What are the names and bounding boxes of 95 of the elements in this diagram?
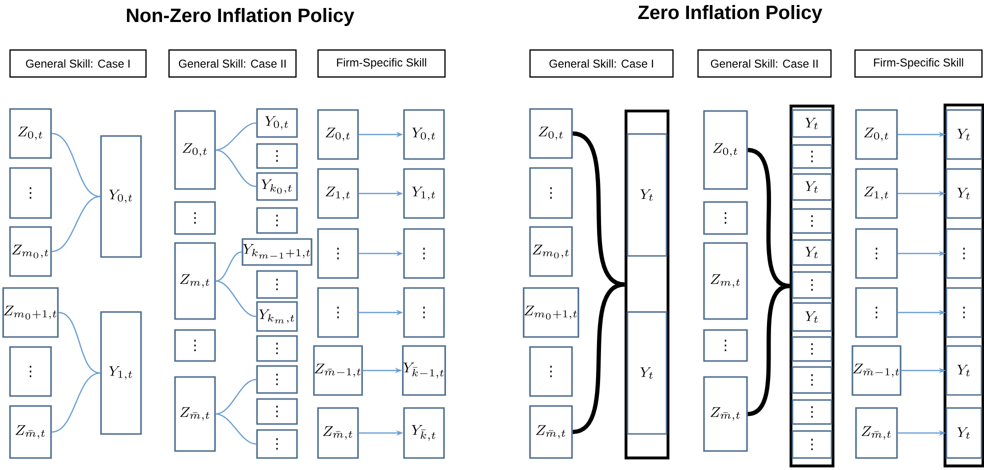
variable-box: $Y_{1,t}$ — [403, 168, 445, 219]
variable-box: $Z_{m_{0},t}$ — [529, 226, 573, 277]
variable-box: ⋮ — [256, 335, 298, 362]
header-box: General Skill: Case II — [697, 49, 832, 78]
connector-line — [572, 282, 626, 434]
output-box: $Y_t$ — [946, 407, 982, 459]
output-box: $Y_t$ — [626, 311, 668, 435]
output-box: ⋮ — [946, 228, 982, 279]
output-box: $Y_t$ — [626, 133, 668, 257]
variable-box: $Z_{\bar{m},t}$ — [317, 407, 359, 459]
output-box: $Y_t$ — [946, 109, 982, 160]
variable-box: $Z_{\bar{m}-1,t}$ — [852, 345, 902, 396]
variable-box: $Z_{0,t}$ — [9, 108, 52, 159]
variable-box: ⋮ — [256, 270, 298, 299]
variable-box: ⋮ — [9, 167, 52, 219]
variable-box: ⋮ — [855, 287, 898, 338]
connector-line — [216, 122, 256, 151]
variable-box: ⋮ — [256, 429, 298, 459]
variable-box: $Y_{\bar{k},t}$ — [403, 407, 445, 459]
output-box: ⋮ — [792, 144, 832, 169]
header-box: General Skill: Case I — [9, 49, 147, 78]
variable-box: $Y_{0,t}$ — [403, 109, 445, 160]
variable-box: ⋮ — [256, 398, 298, 425]
variable-box: $Z_{1,t}$ — [855, 168, 898, 219]
output-box: ⋮ — [792, 271, 832, 299]
variable-box: ⋮ — [174, 329, 216, 362]
output-box: ⋮ — [792, 208, 832, 234]
variable-box: $Z_{\bar{m}-1,t}$ — [313, 345, 363, 396]
variable-box: ⋮ — [403, 287, 445, 338]
variable-box: ⋮ — [703, 329, 748, 362]
variable-box: ⋮ — [9, 346, 52, 397]
output-box: $Y_t$ — [792, 173, 832, 201]
variable-box: ⋮ — [256, 207, 298, 234]
output-box: ⋮ — [792, 430, 832, 459]
output-box: ⋮ — [792, 399, 832, 425]
output-box: ⋮ — [792, 336, 832, 362]
variable-box: $Z_{\bar{m},t}$ — [174, 376, 216, 452]
variable-box: ⋮ — [529, 167, 573, 219]
output-box: ⋮ — [946, 287, 982, 338]
variable-box: $Z_{\bar{m},t}$ — [855, 407, 898, 459]
connector-line — [52, 132, 100, 198]
connector-line — [572, 131, 626, 287]
variable-box: ⋮ — [855, 228, 898, 279]
output-box: $Y_t$ — [792, 109, 832, 138]
header-box: Firm-Specific Skill — [317, 49, 446, 78]
connector-line — [58, 312, 100, 374]
output-box: $Y_t$ — [946, 345, 982, 396]
header-box: Firm-Specific Skill — [854, 49, 983, 78]
variable-box: ⋮ — [174, 201, 216, 235]
variable-box: $Y_{k_{m-1}+1,t}$ — [242, 238, 312, 266]
panel-title: Non-Zero Inflation Policy — [126, 8, 354, 26]
connector-line — [52, 196, 100, 252]
variable-box: $Z_{\bar{m},t}$ — [703, 376, 748, 452]
variable-box: $Z_{\bar{m},t}$ — [529, 405, 573, 459]
variable-box: $Z_{0,t}$ — [529, 108, 573, 159]
variable-box: ⋮ — [256, 143, 298, 169]
variable-box: $Y_{0,t}$ — [256, 108, 298, 138]
variable-box: $Z_{0,t}$ — [317, 109, 359, 160]
connector-line — [216, 280, 256, 318]
variable-box: $Z_{m_{0}+1,t}$ — [2, 287, 59, 338]
variable-box: $Y_{k_{m},t}$ — [256, 301, 298, 332]
variable-box: $Y_{k_{0},t}$ — [256, 172, 298, 201]
variable-box: ⋮ — [317, 287, 359, 338]
header-box: General Skill: Case I — [529, 49, 674, 78]
variable-box: $Y_{1,t}$ — [100, 311, 142, 435]
variable-box: $Z_{0,t}$ — [703, 110, 748, 190]
variable-box: $Z_{m_{0},t}$ — [9, 226, 52, 277]
variable-box: ⋮ — [403, 228, 445, 279]
header-box: General Skill: Case II — [168, 49, 297, 78]
connector-line — [216, 149, 256, 188]
variable-box: ⋮ — [256, 365, 298, 394]
variable-box: ⋮ — [317, 228, 359, 279]
variable-box: $Z_{0,t}$ — [855, 109, 898, 160]
variable-box: $Z_{0,t}$ — [174, 110, 216, 190]
output-box: ⋮ — [792, 366, 832, 394]
output-box: $Y_t$ — [792, 239, 832, 266]
variable-box: $Z_{m_{0}+1,t}$ — [522, 287, 580, 338]
variable-box: $Y_{0,t}$ — [100, 135, 142, 258]
output-box: $Y_t$ — [792, 302, 832, 332]
output-column — [624, 110, 670, 460]
variable-box: $Z_{1,t}$ — [317, 168, 359, 219]
variable-box: $Z_{m,t}$ — [174, 242, 216, 320]
variable-box: $Y_{\bar{k}-1,t}$ — [402, 345, 446, 396]
connector-line — [52, 372, 100, 433]
variable-box: $Z_{\bar{m},t}$ — [9, 405, 52, 459]
connector-line — [216, 378, 256, 415]
variable-box: ⋮ — [703, 201, 748, 235]
output-column — [944, 104, 984, 468]
variable-box: ⋮ — [529, 346, 573, 397]
output-box: $Y_t$ — [946, 168, 982, 219]
panel-title: Zero Inflation Policy — [638, 5, 822, 23]
variable-box: $Z_{m,t}$ — [703, 242, 748, 320]
connector-line — [216, 413, 256, 445]
output-column — [790, 104, 834, 468]
connector-line — [216, 251, 242, 282]
